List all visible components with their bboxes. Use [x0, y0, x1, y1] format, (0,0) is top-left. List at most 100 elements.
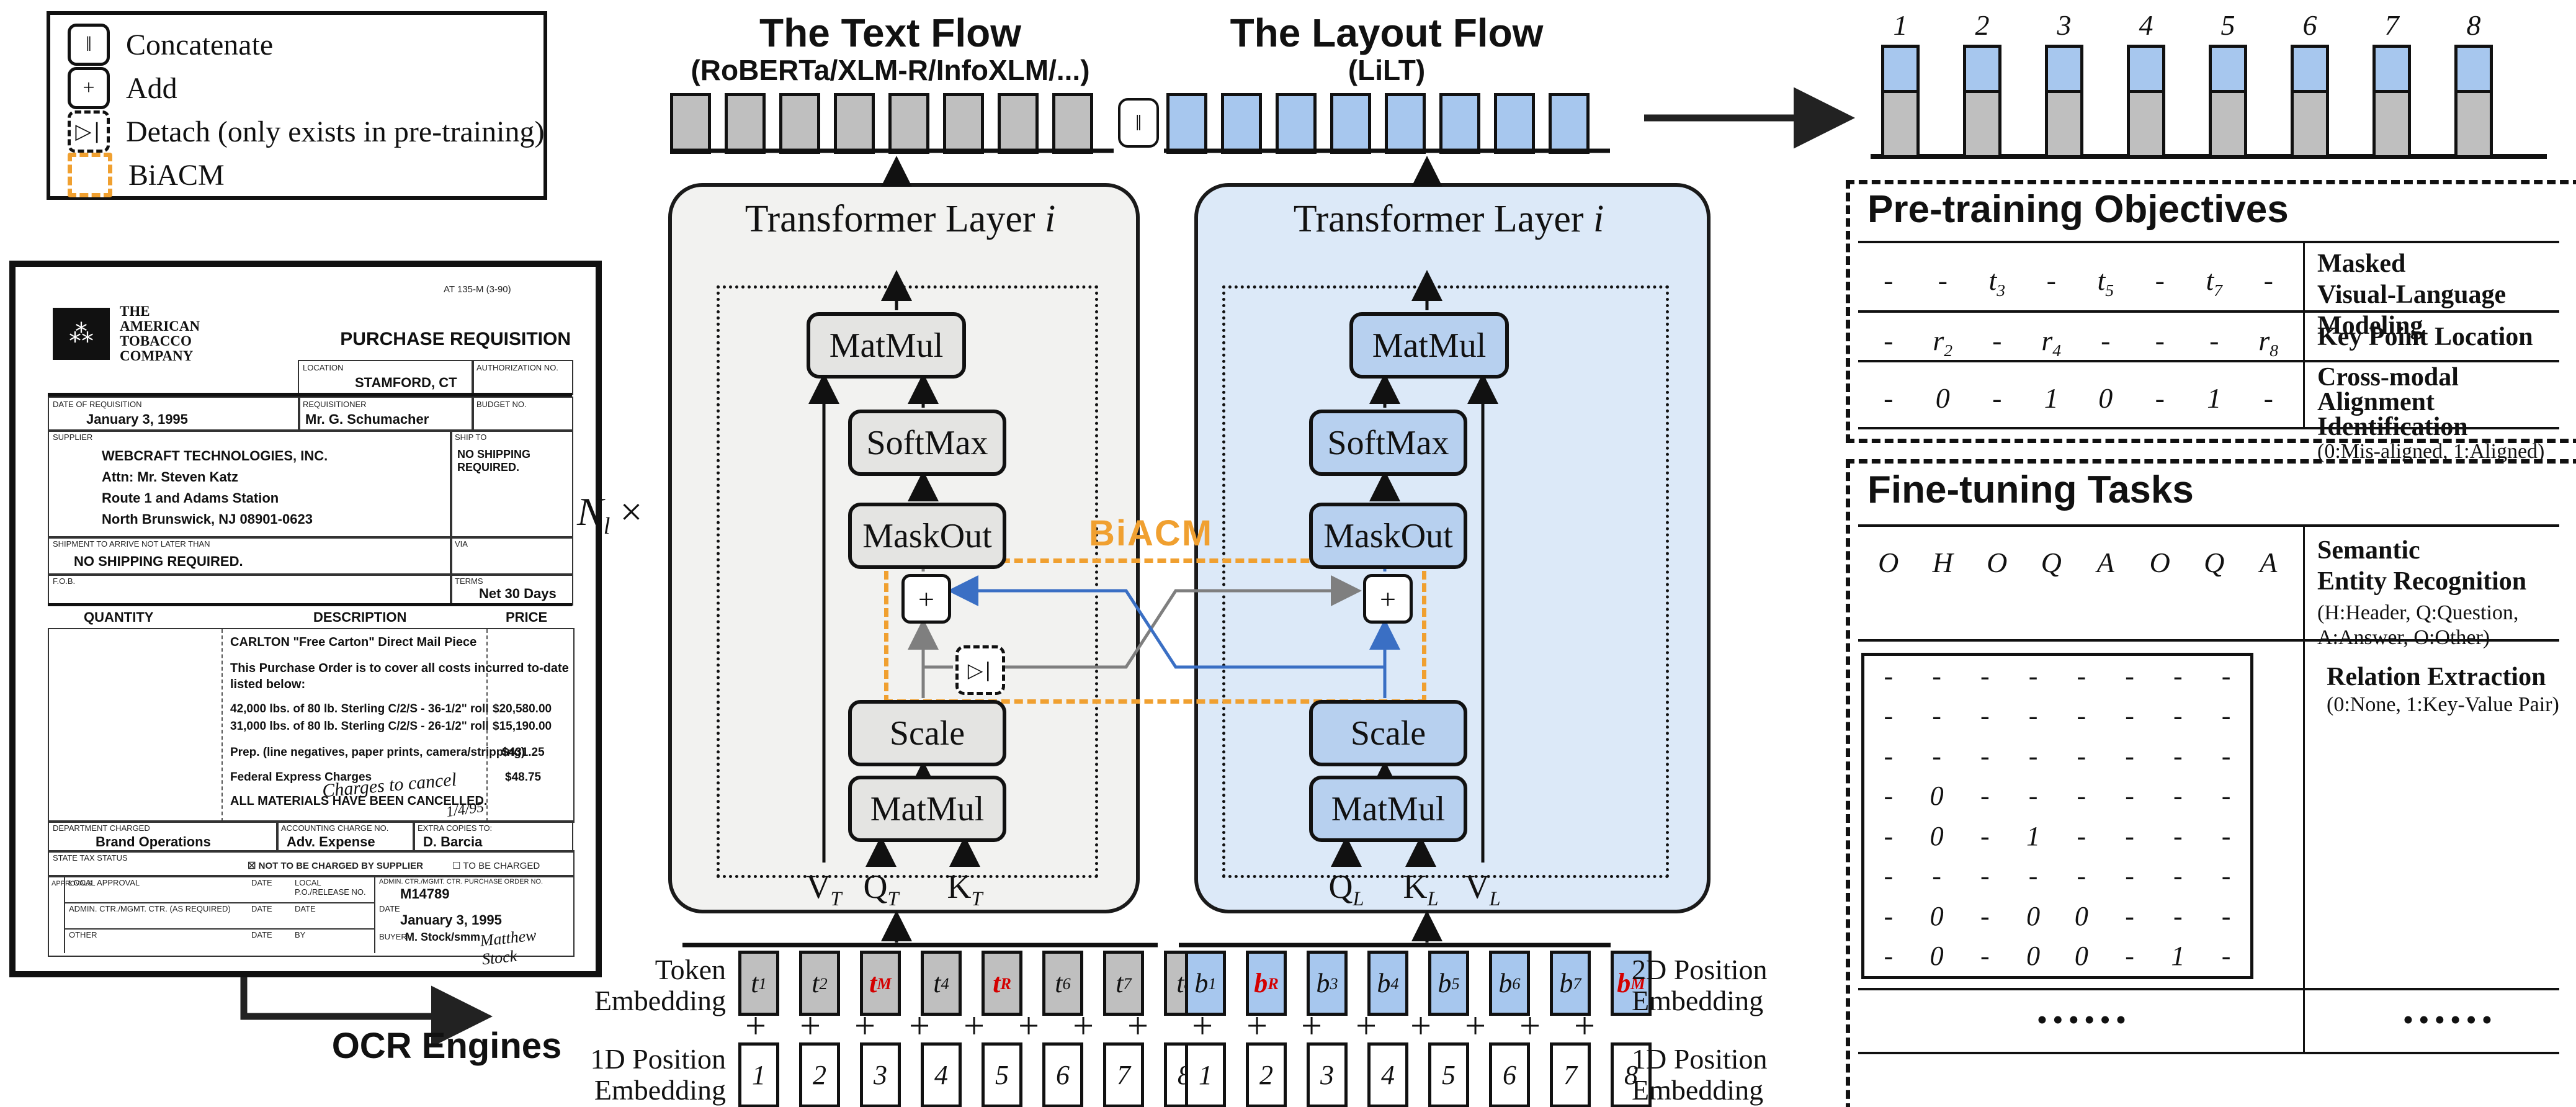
- doc-location-value: STAMFORD, CT: [355, 375, 457, 390]
- layout-attention-dotted-box: [1222, 285, 1669, 878]
- layout-flow-bar: [1494, 93, 1535, 154]
- matrix-cell: -: [2028, 660, 2038, 691]
- doc-qty-header: QUANTITY: [84, 609, 154, 625]
- matrix-cell: -: [1884, 861, 1894, 892]
- matrix-cell: 4: [2139, 9, 2153, 41]
- label-line: Relation Extraction: [2327, 663, 2546, 691]
- doc-approvals-side: APPROVALS: [51, 880, 92, 887]
- matrix-cell: +: [1018, 1005, 1039, 1046]
- table-rule: [1858, 1052, 2559, 1054]
- doc-item-price: $431.25: [502, 746, 545, 759]
- doc-col-divider: [221, 629, 223, 822]
- layout-matmul-top-block: MatMul: [1349, 312, 1509, 379]
- matrix-cell: -: [2221, 781, 2231, 812]
- kpl-cells: -r2-r4---r8: [1861, 324, 2296, 359]
- matrix-cell: -: [2125, 820, 2134, 851]
- matrix-row: -0-1----: [1864, 816, 2250, 856]
- matrix-cell: -: [1932, 740, 1941, 771]
- matrix-cell: A: [2260, 547, 2278, 578]
- doc-approval-row: OTHER DATE BY: [64, 928, 375, 953]
- matrix-cell: 5: [982, 1042, 1022, 1107]
- layout-flow-bar: [1221, 93, 1262, 154]
- text-flow-bar: [998, 93, 1039, 154]
- doc-fob-cell: F.O.B.: [48, 573, 452, 606]
- concatenate-icon: ‖: [1118, 98, 1159, 148]
- matrix-cell: -: [1980, 820, 1990, 851]
- matrix-cell: 0: [2098, 382, 2113, 414]
- title-var: i: [1045, 198, 1056, 240]
- doc-date2-value: January 3, 1995: [400, 912, 502, 928]
- matrix-cell: -: [1980, 900, 1990, 931]
- doc-po-col: ADMIN. CTR./MGMT. CTR. PURCHASE ORDER NO…: [374, 876, 572, 969]
- matrix-row: --------: [1864, 856, 2250, 897]
- matrix-cell: 7: [1550, 1042, 1591, 1107]
- label-line: Entity Recognition: [2317, 567, 2527, 596]
- matrix-cell: t5: [2097, 264, 2114, 300]
- label-note: (H:Header, Q:Question, A:Answer, O:Other…: [2317, 601, 2519, 649]
- matrix-cell: -: [2263, 382, 2273, 414]
- matrix-cell: 0: [1930, 820, 1944, 851]
- layout-flow-bar: [1439, 93, 1480, 154]
- matrix-cell: -: [1884, 701, 1894, 732]
- matrix-cell: -: [1884, 900, 1894, 931]
- matrix-cell: -: [1980, 861, 1990, 892]
- matrix-cell: -: [1980, 660, 1990, 691]
- text-flow-bar: [725, 93, 766, 154]
- matrix-cell: 1: [1185, 1042, 1226, 1107]
- doc-terms-label: TERMS: [455, 576, 483, 586]
- doc-date2-label: DATE: [379, 904, 400, 913]
- doc-date-cell: DATE OF REQUISITION January 3, 1995: [48, 397, 300, 432]
- matrix-cell: -: [2173, 660, 2183, 691]
- doc-item-desc: Prep. (line negatives, paper prints, cam…: [230, 746, 525, 759]
- cai-label: Cross-modal Alignment Identification (0:…: [2317, 364, 2572, 464]
- matrix-cell: -: [2125, 900, 2134, 931]
- matrix-cell: 3: [2057, 9, 2072, 41]
- matrix-cell: 6: [1042, 1042, 1083, 1107]
- matrix-cell: -: [1884, 325, 1894, 356]
- text-flow-title: The Text Flow: [759, 11, 1021, 55]
- doc-req-value: Mr. G. Schumacher: [305, 411, 429, 427]
- matrix-cell: 1: [2044, 382, 2059, 414]
- title-text: Transformer Layer: [1293, 198, 1584, 240]
- doc-acct-cell: ACCOUNTING CHARGE NO. Adv. Expense: [276, 820, 415, 853]
- doc-acct-value: Adv. Expense: [287, 834, 375, 849]
- position-1d-embedding-label-right: 1D Position Embedding: [1632, 1043, 1768, 1106]
- layout-scale-block: Scale: [1309, 700, 1467, 766]
- matrix-cell: -: [2028, 781, 2038, 812]
- matrix-cell: -: [2077, 861, 2086, 892]
- doc-supplier-line: WEBCRAFT TECHNOLOGIES, INC.: [102, 448, 328, 464]
- doc-via-cell: VIA: [450, 536, 573, 576]
- label-line: Masked: [2317, 249, 2406, 278]
- document-image: AT 135-M (3-90) ⁂ THE AMERICAN TOBACCO C…: [9, 261, 602, 977]
- doc-tax-check2: ☐ TO BE CHARGED: [452, 861, 540, 871]
- matrix-cell: -: [1992, 325, 2002, 356]
- doc-item-desc: Federal Express Charges: [230, 771, 372, 784]
- doc-logo: ⁂: [53, 308, 110, 360]
- text-input-K: KT: [947, 868, 983, 910]
- layout-flow-subtitle: (LiLT): [1348, 54, 1426, 86]
- doc-approvals-area: APPROVALS LOCAL APPROVAL DATE LOCAL P.O.…: [48, 875, 575, 969]
- doc-shipment-value: NO SHIPPING REQUIRED.: [74, 554, 243, 569]
- matrix-cell: -: [1980, 781, 1990, 812]
- matrix-cell: -: [2221, 900, 2231, 931]
- matrix-cell: +: [1073, 1005, 1094, 1046]
- label-line: Visual-Language Modeling: [2317, 280, 2507, 340]
- matrix-cell: 6: [2302, 9, 2317, 41]
- legend-item-biacm: BiACM: [68, 153, 225, 197]
- doc-dept-value: Brand Operations: [96, 834, 211, 849]
- doc-item-desc: 42,000 lbs. of 80 lb. Sterling C/2/S - 3…: [230, 702, 489, 715]
- pretraining-title: Pre-training Objectives: [1867, 188, 2289, 231]
- layout-softmax-block: SoftMax: [1309, 410, 1467, 476]
- output-layout-segment: [1881, 45, 1920, 93]
